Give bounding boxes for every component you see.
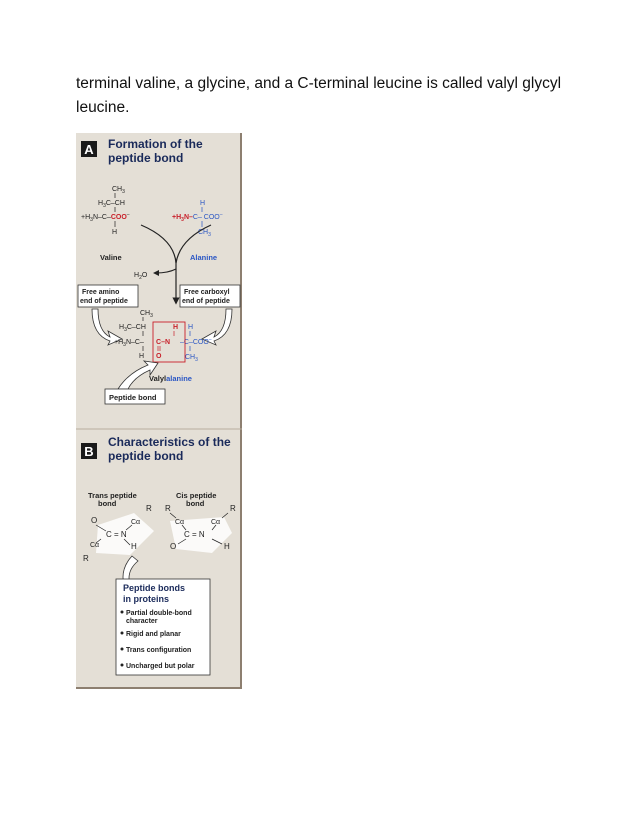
- svg-text:Cα: Cα: [131, 519, 140, 526]
- dipeptide-name-suffix: alanine: [166, 374, 192, 383]
- peptide-bond-highlight: [152, 321, 186, 363]
- svg-text:H: H: [200, 200, 205, 207]
- merge-curve: [140, 224, 212, 264]
- free-amino-line-1: Free amino: [82, 289, 119, 296]
- svg-text:+H3N–C– COO–: +H3N–C– COO–: [172, 212, 223, 223]
- valine-label: Valine: [100, 253, 122, 262]
- free-carboxyl-line-2: end of peptide: [182, 298, 230, 305]
- panel-b-letter-box: [81, 443, 97, 459]
- svg-text:CH3: CH3: [140, 310, 153, 319]
- svg-text:C–N: C–N: [156, 339, 170, 346]
- svg-text:H: H: [224, 542, 230, 551]
- cis-label-2: bond: [186, 499, 205, 508]
- panel-a-letter-box: [81, 141, 97, 157]
- svg-text:C = N: C = N: [184, 530, 205, 539]
- svg-text:R: R: [146, 504, 152, 513]
- peptide-bond-figure: A Formation of the peptide bond CH3 H3C–…: [76, 133, 242, 689]
- left-hollow-arrow: [91, 308, 123, 346]
- peptide-bond-arrow: [117, 360, 159, 390]
- peptide-info-box: [115, 578, 211, 676]
- svg-text:R: R: [230, 504, 236, 513]
- bullet-1-cont: character: [126, 618, 158, 625]
- trans-structure: R O Cα C = N Cα H R: [83, 504, 154, 563]
- svg-text:H: H: [131, 542, 137, 551]
- svg-text:+H3N–C–: +H3N–C–: [114, 339, 144, 348]
- panel-a-title-2: peptide bond: [108, 151, 183, 165]
- peptide-bond-label: Peptide bond: [109, 393, 157, 402]
- trans-label-1: Trans peptide: [88, 491, 137, 500]
- figure-svg: A Formation of the peptide bond CH3 H3C–…: [76, 137, 242, 676]
- bullet-2: Rigid and planar: [126, 631, 181, 638]
- right-hollow-arrow: [201, 308, 233, 346]
- panel-a-letter: A: [84, 142, 94, 157]
- svg-text:+H3N–C–COO–: +H3N–C–COO–: [81, 212, 130, 223]
- bullet-dot: [120, 631, 124, 635]
- cis-structure: R R Cα Cα C = N O H: [165, 504, 236, 553]
- panel-a-title-1: Formation of the: [108, 137, 203, 151]
- svg-text:Cα: Cα: [90, 542, 99, 549]
- dipeptide-name-prefix: Valyl: [149, 374, 166, 383]
- bullet-4: Uncharged but polar: [126, 663, 195, 670]
- panel-b-title-2: peptide bond: [108, 449, 183, 463]
- free-carboxyl-box: [179, 284, 241, 308]
- svg-text:CH3: CH3: [198, 229, 211, 238]
- svg-text:CH3: CH3: [185, 354, 198, 363]
- info-box-title-2: in proteins: [123, 594, 169, 604]
- bullet-3: Trans configuration: [126, 647, 191, 654]
- panel-b-title-1: Characteristics of the: [108, 435, 231, 449]
- free-amino-line-2: end of peptide: [80, 298, 128, 305]
- alanine-label: Alanine: [190, 253, 217, 262]
- free-carboxyl-line-1: Free carboxyl: [184, 289, 230, 296]
- bullet-dot: [120, 647, 124, 651]
- text-line-1: terminal valine, a glycine, and a C-term…: [76, 75, 562, 92]
- body-text: terminal valine, a glycine, and a C-term…: [76, 72, 576, 120]
- peptide-bond-box: [104, 388, 166, 405]
- panel-b-letter: B: [84, 444, 93, 459]
- svg-text:Valylalanine: Valylalanine: [149, 374, 192, 383]
- svg-text:R: R: [165, 504, 171, 513]
- bullet-dot: [120, 663, 124, 667]
- dipeptide-structure: CH3 H3C–CH H H +H3N–C– C–N –C–COO– H O C…: [114, 310, 212, 383]
- water-arrow: [153, 268, 177, 276]
- info-box-title-1: Peptide bonds: [123, 583, 185, 593]
- svg-text:R: R: [83, 554, 89, 563]
- valine-structure: CH3 H3C–CH +H3N–C–COO– H Valine: [81, 186, 130, 262]
- svg-text:H: H: [139, 353, 144, 360]
- svg-text:O: O: [91, 516, 97, 525]
- water-label: H2O: [134, 272, 148, 281]
- svg-text:–C–COO–: –C–COO–: [180, 337, 212, 346]
- free-amino-box: [77, 284, 139, 308]
- svg-text:H: H: [188, 324, 193, 331]
- svg-text:H: H: [173, 324, 178, 331]
- text-line-2: leucine.: [76, 99, 130, 116]
- svg-text:O: O: [156, 353, 162, 360]
- svg-text:Cα: Cα: [211, 519, 220, 526]
- cis-label-1: Cis peptide: [176, 491, 216, 500]
- svg-text:H3C–CH: H3C–CH: [98, 200, 125, 209]
- bullet-dot: [120, 610, 124, 614]
- alanine-structure: H +H3N–C– COO– CH3 Alanine: [172, 200, 223, 262]
- svg-text:CH3: CH3: [112, 186, 125, 195]
- svg-text:C = N: C = N: [106, 530, 127, 539]
- trans-label-2: bond: [98, 499, 117, 508]
- svg-text:H: H: [112, 229, 117, 236]
- bullet-1: Partial double-bond: [126, 610, 192, 617]
- svg-text:O: O: [170, 542, 176, 551]
- svg-text:Cα: Cα: [175, 519, 184, 526]
- svg-text:H3C–CH: H3C–CH: [119, 324, 146, 333]
